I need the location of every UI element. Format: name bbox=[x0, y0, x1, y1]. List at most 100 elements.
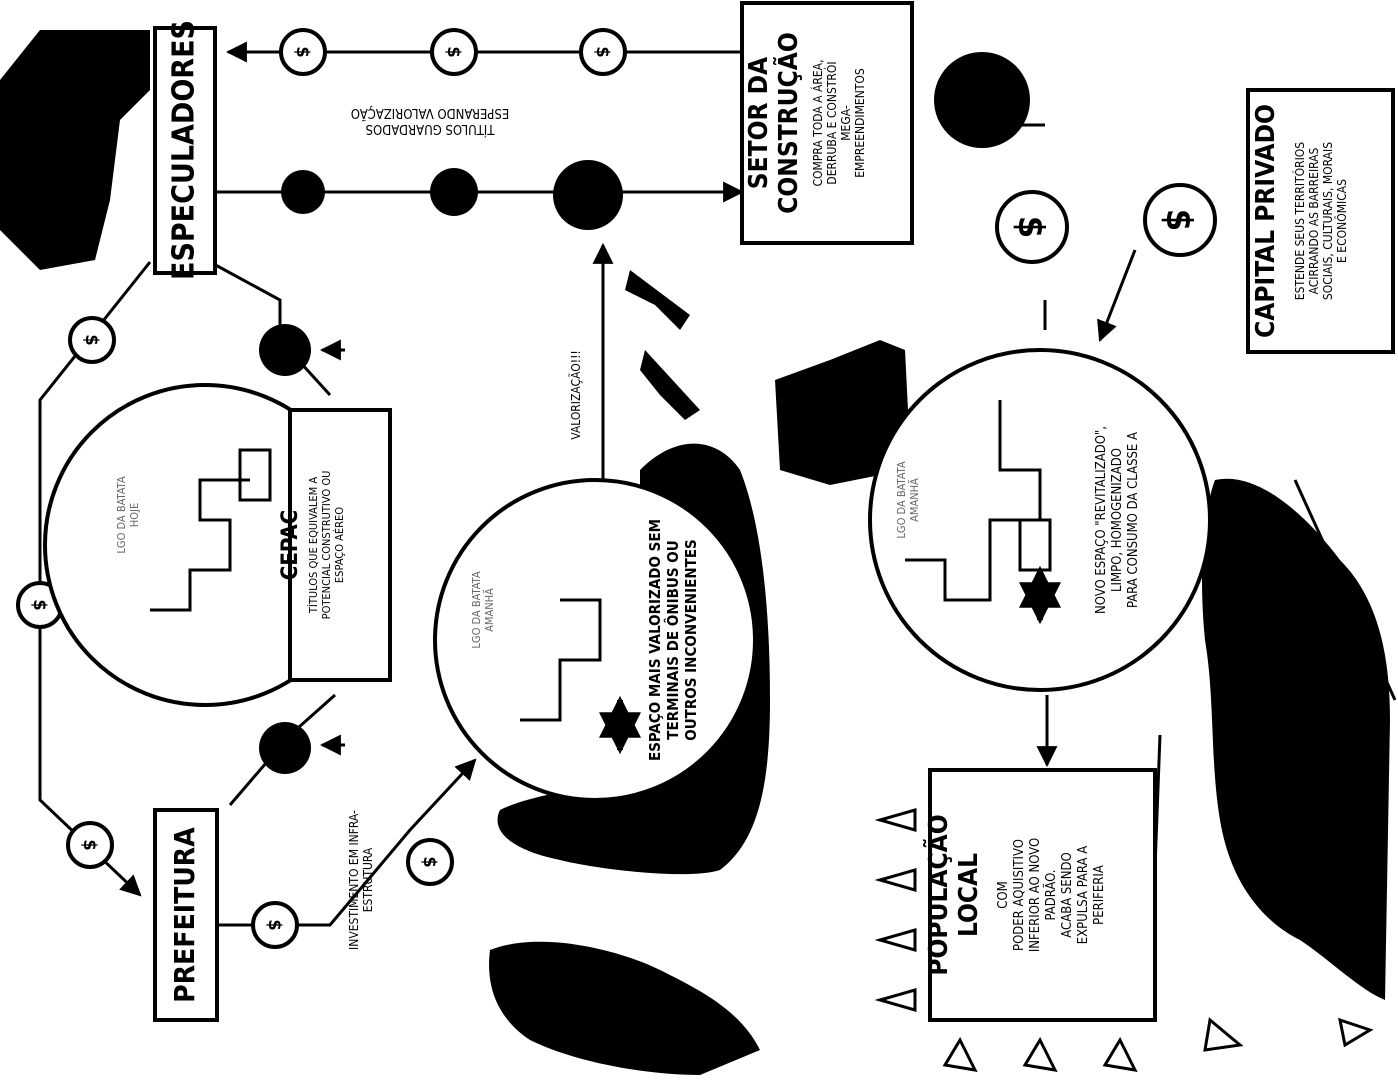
svg-text:MEGA-: MEGA- bbox=[839, 105, 853, 141]
svg-text:PERIFERIA: PERIFERIA bbox=[1092, 865, 1107, 925]
amanha2-circle-label: LGO DA BATATA AMANHÃ bbox=[895, 461, 921, 538]
svg-text:POTENCIAL CONSTRUTIVO OU: POTENCIAL CONSTRUTIVO OU bbox=[320, 471, 333, 620]
populacao-box bbox=[928, 768, 1157, 1022]
money-coin-icon bbox=[66, 821, 114, 869]
svg-text:ESPECULADORES: ESPECULADORES bbox=[167, 20, 202, 280]
scene-circles bbox=[43, 348, 1212, 802]
svg-text:$: $ bbox=[592, 46, 613, 57]
token-circle bbox=[281, 170, 325, 214]
svg-text:ESPERANDO VALORIZAÇÃO: ESPERANDO VALORIZAÇÃO bbox=[351, 105, 509, 121]
svg-text:ESPAÇO MAIS VALORIZADO SEM: ESPAÇO MAIS VALORIZADO SEM bbox=[646, 519, 664, 761]
money-coin-icon bbox=[995, 190, 1069, 264]
money-coins bbox=[16, 28, 1217, 949]
svg-text:LIMPO, HOMOGENIZADO: LIMPO, HOMOGENIZADO bbox=[1110, 448, 1125, 592]
token-circle bbox=[259, 722, 311, 774]
money-coin-icon bbox=[430, 28, 478, 76]
svg-text:INVESTIMENTO EM INFRA-: INVESTIMENTO EM INFRA- bbox=[347, 810, 361, 950]
svg-text:ACABA SENDO: ACABA SENDO bbox=[1060, 852, 1075, 937]
svg-text:AMANHÃ: AMANHÃ bbox=[483, 588, 496, 632]
svg-text:HOJE: HOJE bbox=[128, 503, 141, 527]
money-coin-icon bbox=[251, 901, 299, 949]
svg-text:CONSTRUÇÃO: CONSTRUÇÃO bbox=[772, 32, 804, 214]
person-icon bbox=[1338, 1017, 1374, 1048]
svg-text:$: $ bbox=[1158, 209, 1199, 232]
svg-text:$: $ bbox=[79, 839, 100, 850]
person-icon bbox=[1022, 1036, 1058, 1072]
svg-text:CEPAC: CEPAC bbox=[278, 510, 303, 580]
svg-text:POPULAÇÃO: POPULAÇÃO bbox=[922, 814, 954, 975]
prefeitura-label: PREFEITURA bbox=[168, 827, 201, 1003]
svg-text:PARA CONSUMO DA CLASSE A: PARA CONSUMO DA CLASSE A bbox=[1126, 432, 1141, 608]
svg-text:PREFEITURA: PREFEITURA bbox=[168, 827, 201, 1003]
svg-text:ESTRUTURA: ESTRUTURA bbox=[361, 847, 375, 912]
silhouette-pigeons-icon bbox=[625, 270, 700, 420]
setor-box bbox=[740, 1, 914, 245]
money-symbols-large: $ $ bbox=[1010, 209, 1199, 239]
amanha2-circle-desc: NOVO ESPAÇO "REVITALIZADO", LIMPO, HOMOG… bbox=[1094, 426, 1141, 614]
silhouette-crowd-icon bbox=[1202, 478, 1390, 1001]
hoje-circle-label: LGO DA BATATA HOJE bbox=[115, 476, 141, 553]
connector-small-arrows bbox=[319, 339, 345, 756]
svg-text:SETOR DA: SETOR DA bbox=[744, 57, 774, 189]
svg-text:$: $ bbox=[29, 599, 50, 610]
person-icon bbox=[874, 928, 917, 952]
svg-text:INFERIOR AO NOVO: INFERIOR AO NOVO bbox=[1028, 838, 1043, 952]
person-icon bbox=[874, 988, 917, 1012]
svg-text:NOVO ESPAÇO "REVITALIZADO",: NOVO ESPAÇO "REVITALIZADO", bbox=[1094, 426, 1109, 614]
money-symbols: $ $ $ $ $ $ $ $ bbox=[29, 46, 613, 930]
populacao-label: POPULAÇÃO LOCAL COM PODER AQUISITIVO INF… bbox=[922, 814, 1107, 975]
svg-text:$: $ bbox=[419, 856, 440, 867]
svg-text:$: $ bbox=[443, 46, 464, 57]
svg-text:LGO DA BATATA: LGO DA BATATA bbox=[895, 461, 908, 538]
capital-label: CAPITAL PRIVADO ESTENDE SEUS TERRITÓRIOS… bbox=[1251, 104, 1349, 338]
silhouette-ink-icon bbox=[0, 30, 150, 270]
svg-text:$: $ bbox=[81, 334, 102, 345]
svg-text:COMPRA TODA A ÁREA,: COMPRA TODA A ÁREA, bbox=[810, 59, 825, 186]
amanha1-circle bbox=[433, 478, 757, 802]
node-boxes bbox=[153, 1, 1395, 1022]
money-coin-icon bbox=[579, 28, 627, 76]
svg-text:E ECONÔMICAS: E ECONÔMICAS bbox=[1334, 179, 1349, 263]
token-circle bbox=[934, 52, 1030, 148]
svg-text:$: $ bbox=[264, 919, 285, 930]
valorizacao-annotation: VALORIZAÇÃO!!! bbox=[568, 350, 583, 440]
svg-text:VALORIZAÇÃO!!!: VALORIZAÇÃO!!! bbox=[568, 350, 583, 440]
person-icon bbox=[1203, 1017, 1244, 1052]
double-arrow-icon bbox=[599, 565, 1061, 755]
svg-text:LGO DA BATATA: LGO DA BATATA bbox=[115, 476, 128, 553]
svg-text:AMANHÃ: AMANHÃ bbox=[908, 478, 921, 522]
token-circle bbox=[430, 168, 478, 216]
setor-label: SETOR DA CONSTRUÇÃO COMPRA TODA A ÁREA, … bbox=[744, 32, 867, 214]
svg-text:CAPITAL PRIVADO: CAPITAL PRIVADO bbox=[1251, 104, 1281, 338]
token-circle bbox=[259, 324, 311, 376]
titulos-annotation: TÍTULOS GUARDADOS ESPERANDO VALORIZAÇÃO bbox=[351, 105, 509, 137]
svg-text:ESTENDE SEUS TERRITÓRIOS: ESTENDE SEUS TERRITÓRIOS bbox=[1292, 142, 1307, 300]
person-icon bbox=[874, 868, 917, 892]
person-icons bbox=[874, 808, 1374, 1072]
token-circle bbox=[553, 160, 623, 230]
svg-text:SOCIAIS, CULTURAIS, MORAIS: SOCIAIS, CULTURAIS, MORAIS bbox=[1321, 142, 1335, 300]
silhouette-city-icon bbox=[775, 340, 910, 485]
especuladores-label: ESPECULADORES bbox=[167, 20, 202, 280]
investimento-annotation: INVESTIMENTO EM INFRA- ESTRUTURA bbox=[347, 810, 375, 950]
money-coin-icon bbox=[1143, 183, 1217, 257]
person-icon bbox=[1102, 1036, 1138, 1072]
svg-text:TERMINAIS DE ÔNIBUS OU: TERMINAIS DE ÔNIBUS OU bbox=[663, 540, 682, 739]
person-icon bbox=[942, 1036, 978, 1072]
svg-text:LOCAL: LOCAL bbox=[954, 853, 984, 937]
svg-text:EMPREENDIMENTOS: EMPREENDIMENTOS bbox=[853, 68, 867, 178]
svg-text:TÍTULOS QUE EQUIVALEM A: TÍTULOS QUE EQUIVALEM A bbox=[307, 477, 320, 614]
svg-text:LGO DA BATATA: LGO DA BATATA bbox=[470, 571, 483, 648]
svg-text:DERRUBA E CONSTRÓI: DERRUBA E CONSTRÓI bbox=[824, 61, 839, 184]
svg-text:TÍTULOS GUARDADOS: TÍTULOS GUARDADOS bbox=[366, 121, 496, 137]
money-coin-icon bbox=[406, 838, 454, 886]
amanha1-circle-desc: ESPAÇO MAIS VALORIZADO SEM TERMINAIS DE … bbox=[646, 519, 700, 761]
person-icon bbox=[874, 808, 917, 832]
svg-text:$: $ bbox=[292, 46, 313, 57]
prefeitura-box bbox=[153, 808, 219, 1022]
svg-text:COM: COM bbox=[996, 881, 1011, 908]
svg-text:OUTROS INCONVENIENTES: OUTROS INCONVENIENTES bbox=[682, 539, 700, 741]
svg-text:PODER AQUISITIVO: PODER AQUISITIVO bbox=[1012, 839, 1027, 951]
